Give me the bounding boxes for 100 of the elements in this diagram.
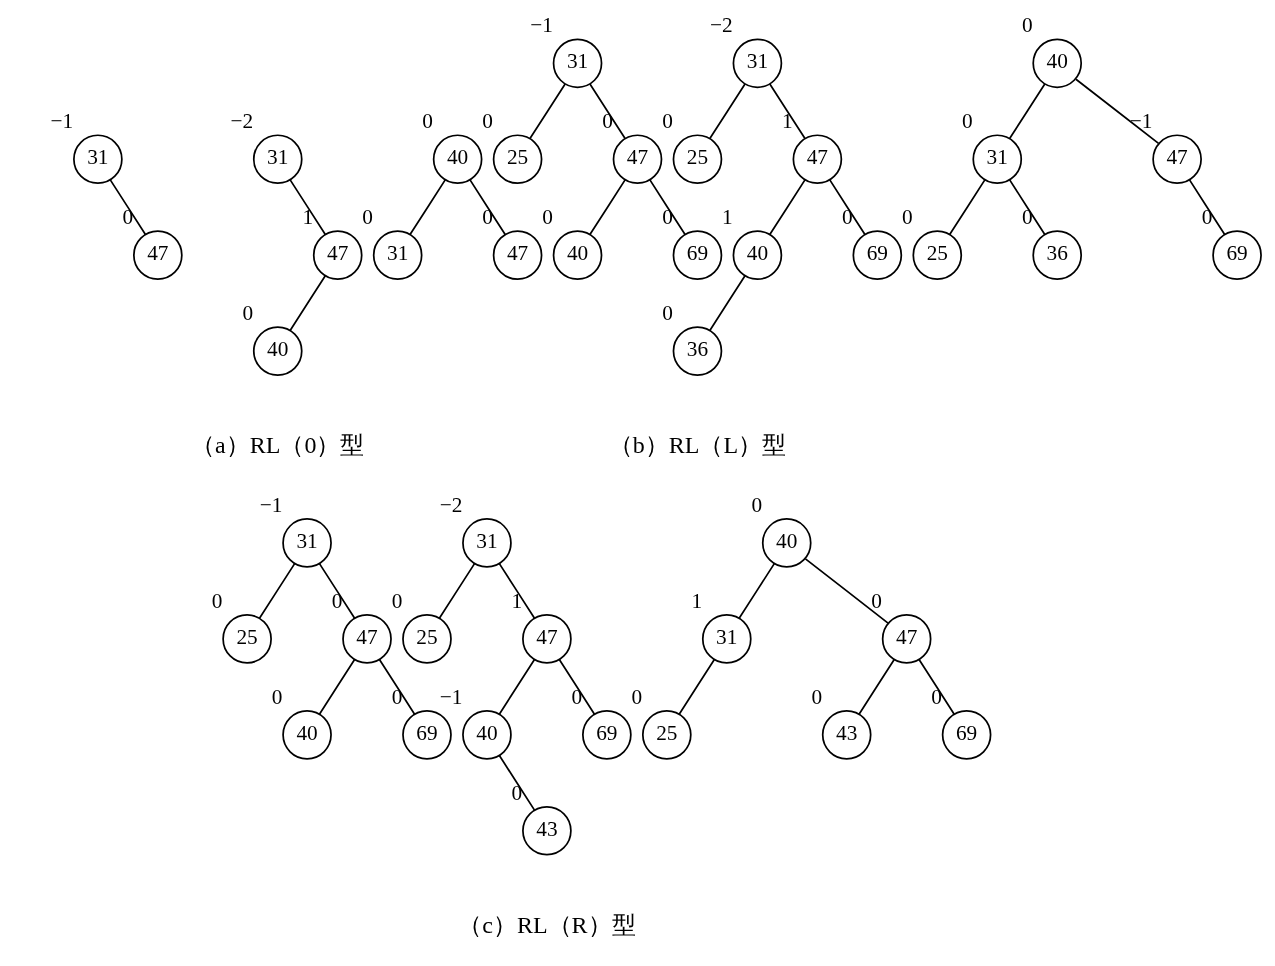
node-circle: 25 [912, 230, 963, 280]
connector [378, 658, 416, 716]
connector [768, 83, 806, 140]
connector [498, 754, 536, 811]
node-label: 0 [871, 588, 882, 613]
node-label: 1 [511, 588, 523, 613]
node-label: 0 [571, 684, 583, 709]
node-label: 0 [542, 205, 553, 230]
node-label: −2 [230, 109, 254, 134]
node-circle: 47 [612, 134, 663, 185]
node-circle: 40 [761, 518, 812, 568]
node-circle: 40 [252, 326, 303, 376]
connector [768, 179, 806, 236]
node-circle: 31 [552, 38, 603, 89]
node-circle: 40 [432, 134, 483, 185]
connector [469, 179, 507, 236]
connector [409, 179, 447, 236]
node-circle: 31 [372, 230, 423, 280]
node-label: 0 [211, 588, 223, 613]
connector [498, 658, 536, 716]
node-label: 0 [362, 205, 374, 230]
node-label: −1 [530, 13, 553, 38]
node-label: 0 [391, 588, 403, 613]
connector [529, 83, 566, 140]
node-label: −1 [259, 493, 283, 518]
node-label: 1 [691, 588, 703, 613]
node-circle: 40 [462, 709, 512, 760]
node-circle: 69 [941, 709, 992, 760]
connector [738, 562, 776, 620]
node-circle: 69 [402, 709, 452, 760]
connector [678, 658, 716, 716]
node-circle: 43 [522, 805, 572, 856]
node-label: 0 [511, 780, 523, 805]
connector [1188, 179, 1226, 236]
node-label: 0 [662, 109, 673, 134]
node-label: −2 [439, 493, 463, 518]
connector [318, 658, 356, 716]
node-label: 0 [811, 684, 823, 709]
connector [709, 83, 746, 140]
node-circle: 40 [552, 230, 603, 280]
node-circle: 40 [1032, 38, 1083, 89]
label: （c）RL（R）型 [458, 911, 636, 938]
node-circle: 31 [972, 134, 1023, 185]
node-circle: 40 [732, 230, 783, 280]
node-label: −1 [1129, 109, 1153, 134]
node-circle: 31 [701, 614, 752, 664]
connector [804, 558, 889, 624]
node-circle: 31 [732, 38, 783, 89]
node-circle: 25 [222, 614, 272, 664]
node-circle: 31 [252, 134, 303, 185]
node-label: 0 [1201, 205, 1213, 230]
node-label: 1 [782, 109, 793, 134]
connector [438, 562, 476, 620]
node-label: 0 [482, 205, 493, 230]
node-label: 0 [122, 205, 134, 230]
label: （a）RL（0）型 [191, 431, 365, 458]
connector [589, 179, 626, 236]
node-circle: 25 [492, 134, 543, 185]
connector [498, 562, 536, 620]
node-circle: 69 [1212, 230, 1262, 280]
node-circle: 69 [672, 230, 723, 280]
node-circle: 31 [73, 134, 123, 185]
node-label: 0 [931, 684, 942, 709]
node-label: 0 [961, 109, 973, 134]
connector [858, 658, 896, 716]
node-circle: 47 [342, 614, 392, 664]
node-circle: 31 [462, 518, 512, 568]
node-label: 0 [631, 684, 643, 709]
connector [948, 179, 986, 236]
label: （b）RL（L）型 [608, 431, 787, 458]
node-circle: 25 [641, 709, 692, 760]
node-label: 0 [842, 205, 853, 230]
connector [318, 562, 356, 620]
node-label: 0 [391, 684, 403, 709]
connector [589, 83, 626, 140]
node-label: 0 [1021, 205, 1033, 230]
node-circle: 36 [672, 326, 723, 376]
node-label: 0 [662, 301, 673, 326]
connector [289, 179, 327, 236]
node-label: 0 [901, 205, 913, 230]
node-circle: 69 [852, 230, 903, 280]
connector [649, 179, 686, 236]
node-label: 0 [331, 588, 343, 613]
node-label: 0 [751, 493, 763, 518]
node-circle: 31 [282, 518, 332, 568]
connector [289, 274, 327, 332]
node-label: 0 [271, 684, 283, 709]
node-label: 0 [422, 109, 433, 134]
node-circle: 47 [881, 614, 932, 664]
node-circle: 40 [282, 709, 332, 760]
connector [1008, 179, 1046, 236]
connector [709, 274, 746, 332]
node-circle: 47 [133, 230, 183, 280]
node-circle: 47 [1152, 134, 1202, 185]
node-label: 0 [482, 109, 493, 134]
connector [828, 179, 866, 236]
node-label: 1 [722, 205, 733, 230]
node-circle: 69 [582, 709, 632, 760]
node-label: 0 [1021, 13, 1033, 38]
node-label: −2 [710, 13, 733, 38]
